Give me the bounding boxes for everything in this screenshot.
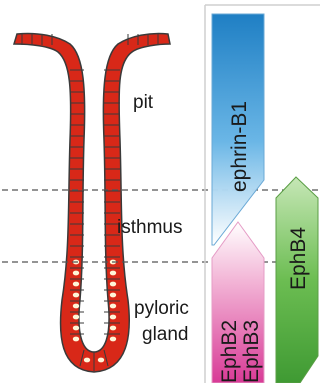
- cell-nucleus: [73, 304, 79, 309]
- cell-nucleus: [110, 271, 116, 276]
- cell-nucleus: [110, 282, 116, 287]
- gland-outline: [14, 33, 170, 372]
- gland-label: gland: [142, 324, 189, 345]
- cell-nucleus: [110, 326, 116, 331]
- cell-nucleus: [73, 315, 79, 320]
- cell-nucleus: [110, 315, 116, 320]
- cell-nucleus: [84, 358, 90, 363]
- ephrin-b1-label: ephrin-B1: [228, 101, 251, 192]
- pyloric-label: pyloric: [134, 298, 189, 319]
- ephb3-label: EphB3: [240, 320, 263, 383]
- ephb4-label: EphB4: [287, 227, 310, 290]
- cell-nucleus: [73, 337, 79, 342]
- cell-nucleus: [73, 282, 79, 287]
- isthmus-label: isthmus: [117, 217, 182, 238]
- pit-label: pit: [133, 92, 154, 113]
- gastric-gland-tube: [14, 33, 170, 372]
- cell-nucleus: [110, 337, 116, 342]
- cell-nucleus: [73, 271, 79, 276]
- cell-nucleus: [98, 358, 104, 363]
- cell-nucleus: [73, 293, 79, 298]
- cell-dividers: [22, 34, 158, 371]
- cell-nucleus: [73, 326, 79, 331]
- cell-nucleus: [110, 293, 116, 298]
- cell-nucleus: [110, 304, 116, 309]
- ephb2-label: EphB2: [218, 320, 241, 383]
